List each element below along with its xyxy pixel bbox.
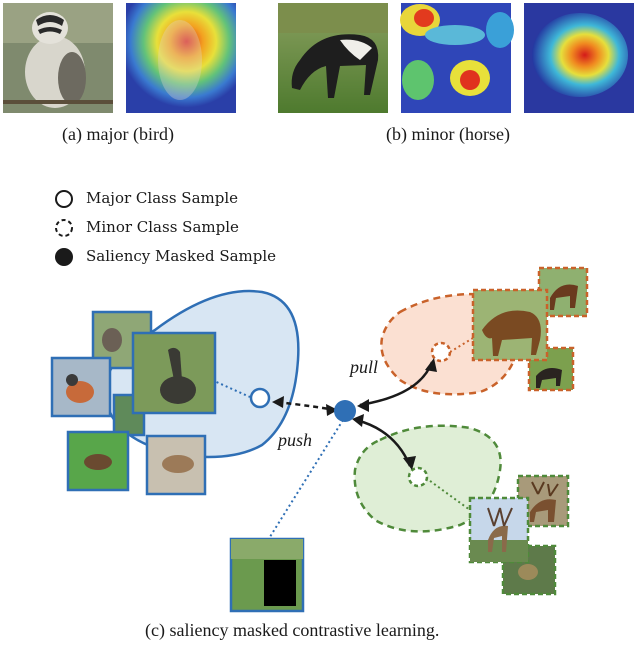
legend-saliency-label: Saliency Masked Sample [86, 247, 277, 265]
saliency-masked-image [229, 537, 305, 613]
horse-photo [278, 3, 388, 113]
deer-thumbnails [468, 474, 570, 596]
legend-major-label: Major Class Sample [86, 189, 239, 207]
minor-deer-node [407, 466, 429, 488]
pull-label: pull [350, 357, 379, 377]
panel-b-caption: (b) minor (horse) [386, 124, 510, 144]
minor-class-marker [55, 219, 73, 237]
panel-c-caption: (c) saliency masked contrastive learning… [145, 620, 440, 640]
minor-horse-node [430, 341, 452, 363]
horse-heatmap-2 [524, 3, 634, 113]
bird-photo [3, 3, 113, 113]
push-label: push [278, 430, 313, 450]
saliency-masked-marker [55, 248, 73, 266]
top-image-row [3, 3, 634, 113]
major-sample-node [249, 387, 271, 409]
panel-a-caption: (a) major (bird) [62, 124, 174, 144]
anchor-sample-node [334, 400, 356, 422]
legend-minor-label: Minor Class Sample [86, 218, 239, 236]
horse-thumbnails [471, 266, 589, 392]
bird-thumbnails [50, 310, 217, 496]
major-class-marker [55, 190, 73, 208]
horse-heatmap-1 [400, 3, 514, 113]
bird-heatmap [126, 3, 236, 113]
